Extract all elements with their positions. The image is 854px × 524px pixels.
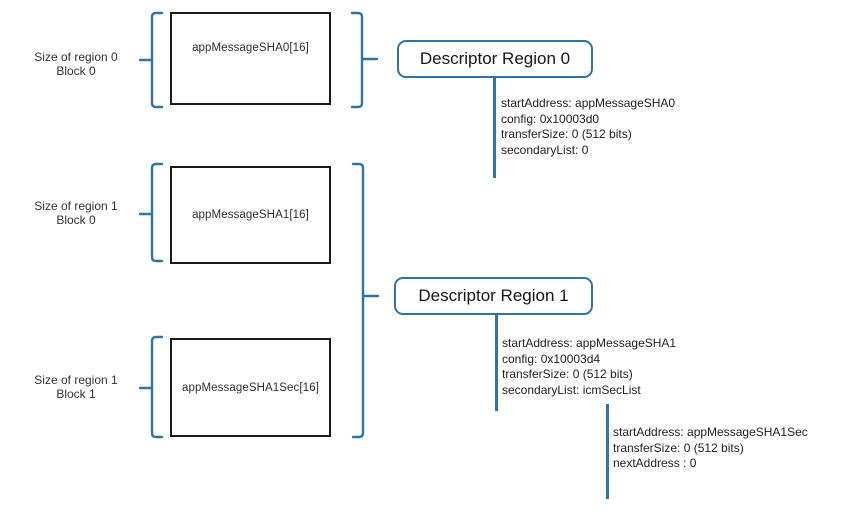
left-bracket-region1-block0 bbox=[138, 162, 164, 263]
memory-box-appMessageSHA0: appMessageSHA0[16] bbox=[170, 12, 331, 105]
detail-line: transferSize: 0 (512 bits) bbox=[613, 440, 744, 455]
connector-line-descriptor1 bbox=[495, 314, 498, 411]
detail-line: secondaryList: icmSecList bbox=[502, 383, 641, 398]
descriptor1-details: startAddress: appMessageSHA1 config: 0x1… bbox=[502, 336, 676, 399]
size-label-region0-block0: Size of region 0 Block 0 bbox=[15, 50, 137, 78]
secondary-list-details: startAddress: appMessageSHA1Sec transfer… bbox=[613, 425, 808, 472]
detail-line: startAddress: appMessageSHA1 bbox=[502, 336, 677, 350]
memory-box-label: appMessageSHA1[16] bbox=[192, 209, 309, 221]
left-bracket-region1-block1 bbox=[138, 335, 164, 439]
descriptor-region0-title: Descriptor Region 0 bbox=[419, 49, 571, 68]
connector-line-descriptor0 bbox=[493, 78, 496, 178]
memory-box-appMessageSHA1Sec: appMessageSHA1Sec[16] bbox=[170, 338, 331, 437]
detail-line: startAddress: appMessageSHA1Sec bbox=[613, 425, 808, 439]
descriptor-region1-title: Descriptor Region 1 bbox=[418, 286, 569, 305]
size-label-region1-block0: Size of region 1 Block 0 bbox=[15, 199, 137, 227]
size-label-line: Size of region 1 bbox=[34, 199, 118, 213]
detail-line: config: 0x10003d4 bbox=[502, 351, 601, 366]
detail-line: transferSize: 0 (512 bits) bbox=[501, 127, 632, 142]
detail-line: nextAddress : 0 bbox=[613, 456, 697, 471]
size-label-line: Block 0 bbox=[56, 63, 96, 78]
right-bracket-region1 bbox=[351, 162, 380, 439]
descriptor-region0-box: Descriptor Region 0 bbox=[397, 40, 593, 78]
descriptor0-details: startAddress: appMessageSHA0 config: 0x1… bbox=[501, 96, 675, 159]
size-label-line: Block 1 bbox=[56, 386, 96, 401]
detail-line: transferSize: 0 (512 bits) bbox=[502, 367, 633, 382]
right-bracket-region0 bbox=[350, 11, 379, 109]
left-bracket-region0 bbox=[138, 11, 164, 109]
size-label-line: Size of region 1 bbox=[34, 373, 118, 387]
detail-line: startAddress: appMessageSHA0 bbox=[501, 96, 676, 110]
memory-box-label: appMessageSHA0[16] bbox=[192, 41, 309, 54]
memory-box-appMessageSHA1: appMessageSHA1[16] bbox=[170, 166, 331, 264]
detail-line: secondaryList: 0 bbox=[501, 143, 589, 158]
detail-line: config: 0x10003d0 bbox=[501, 111, 600, 126]
size-label-line: Size of region 0 bbox=[34, 50, 118, 64]
memory-box-label: appMessageSHA1Sec[16] bbox=[182, 381, 319, 394]
descriptor-region1-box: Descriptor Region 1 bbox=[394, 277, 593, 315]
size-label-region1-block1: Size of region 1 Block 1 bbox=[15, 373, 137, 401]
size-label-line: Block 0 bbox=[56, 212, 96, 227]
connector-line-secondary-list bbox=[606, 404, 609, 499]
